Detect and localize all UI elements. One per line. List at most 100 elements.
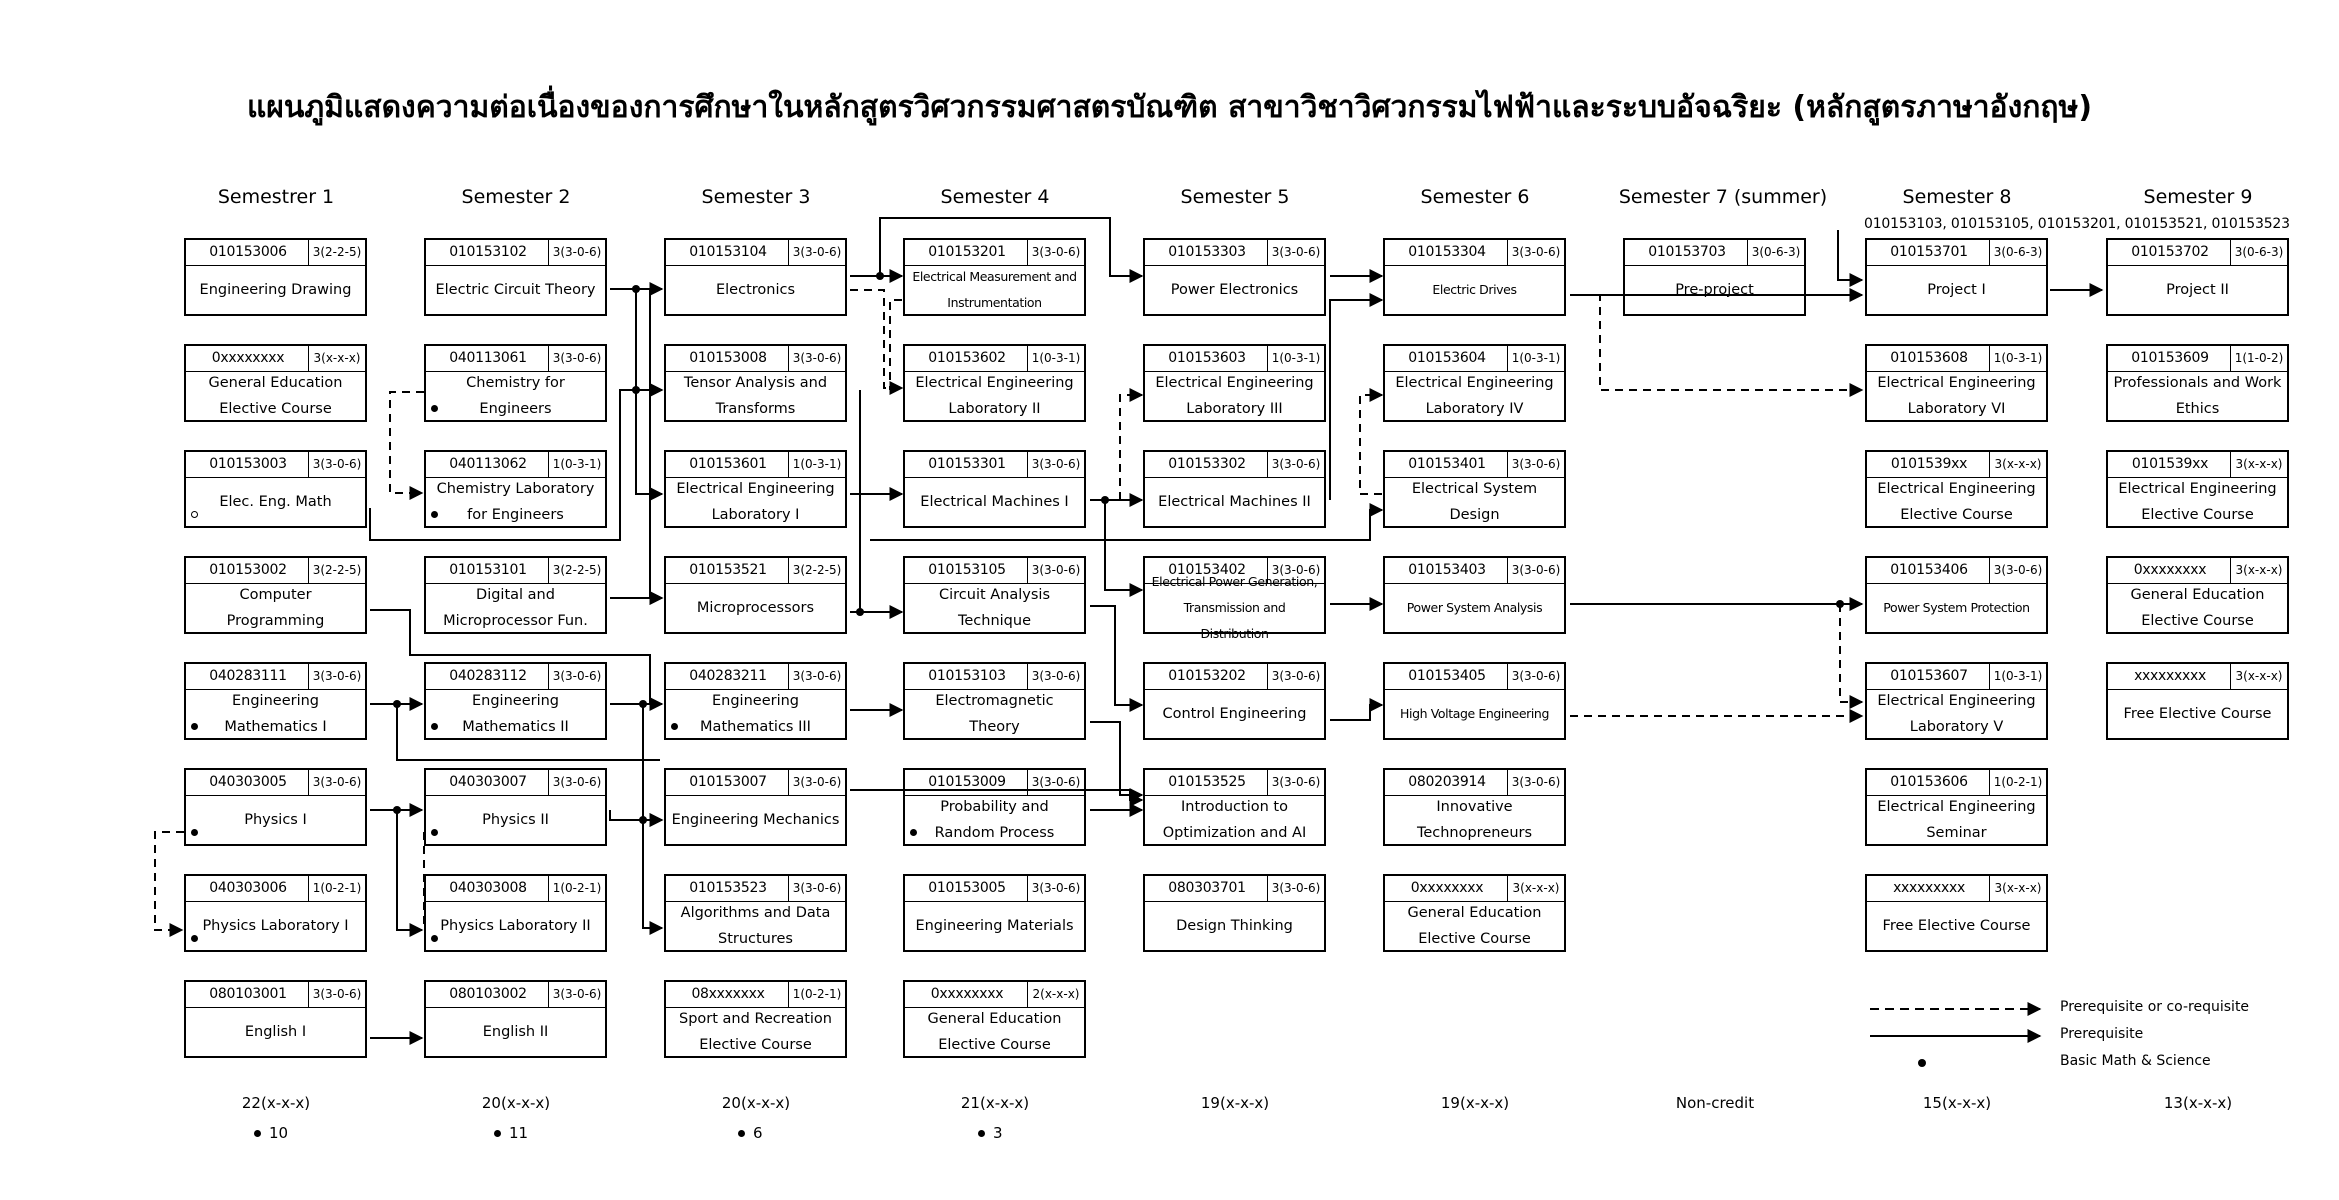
course-credit: 1(0-3-1) bbox=[1989, 664, 2046, 689]
course-name: Algorithms and Data Structures bbox=[680, 904, 831, 947]
course-name: Electrical Measurement and Instrumentati… bbox=[912, 268, 1077, 310]
course-code: 010153602 bbox=[928, 350, 1006, 366]
semester-total-4: 21(x-x-x) bbox=[960, 1094, 1030, 1112]
arrow-circuit-micro bbox=[649, 289, 664, 605]
course-credit: 3(2-2-5) bbox=[308, 240, 365, 265]
course-name: Electrical Engineering Elective Course bbox=[2118, 480, 2277, 523]
basic-science-dot bbox=[910, 829, 917, 836]
course-name: Engineering Drawing bbox=[199, 281, 352, 298]
arrow-note-project1 bbox=[1837, 230, 1864, 287]
course-name: Power System Analysis bbox=[1406, 599, 1543, 615]
course-name: Microprocessors bbox=[696, 599, 815, 616]
arrow-prog-math3 bbox=[370, 609, 651, 704]
course-credit: 3(3-0-6) bbox=[788, 664, 845, 689]
course-code: 010153303 bbox=[1168, 244, 1246, 260]
course-credit: 1(0-3-1) bbox=[548, 452, 605, 477]
course-credit: 3(3-0-6) bbox=[548, 240, 605, 265]
course-credit: 2(x-x-x) bbox=[1027, 982, 1084, 1007]
course-name: Electrical Engineering Laboratory V bbox=[1877, 692, 2036, 735]
course-code: 040303007 bbox=[449, 774, 527, 790]
course-name: Engineering Mathematics I bbox=[224, 692, 327, 735]
course-box-c2_1: 010153102 3(3-0-6) Electric Circuit Theory bbox=[424, 238, 607, 316]
course-name: Engineering Mathematics II bbox=[462, 692, 569, 735]
course-credit: 1(0-3-1) bbox=[1507, 346, 1564, 371]
course-code: 010153521 bbox=[689, 562, 767, 578]
course-name: Electric Circuit Theory bbox=[435, 281, 596, 298]
semester-total-3: 20(x-x-x) bbox=[721, 1094, 791, 1112]
course-code: 010153102 bbox=[449, 244, 527, 260]
course-name: Electrical Engineering Laboratory VI bbox=[1877, 374, 2036, 417]
course-name: Electrical Engineering Laboratory I bbox=[676, 480, 835, 523]
course-name: Digital and Microprocessor Fun. bbox=[443, 586, 588, 629]
semester-header-3: Semester 3 bbox=[701, 186, 811, 208]
arrow-circuit-lab1 bbox=[635, 390, 664, 501]
course-name: Chemistry for Engineers bbox=[466, 374, 565, 417]
course-credit: 1(0-3-1) bbox=[1027, 346, 1084, 371]
course-credit: 3(3-0-6) bbox=[1989, 558, 2046, 583]
semester-header-9: Semester 9 bbox=[2143, 186, 2253, 208]
semester-header-4: Semester 4 bbox=[940, 186, 1050, 208]
course-credit: 3(x-x-x) bbox=[1989, 876, 2046, 901]
course-name: Engineering Materials bbox=[915, 917, 1074, 934]
course-code: 010153702 bbox=[2131, 244, 2209, 260]
course-credit: 3(3-0-6) bbox=[1267, 452, 1324, 477]
course-credit: 3(3-0-6) bbox=[1027, 452, 1084, 477]
course-code: 0xxxxxxxx bbox=[211, 350, 285, 366]
course-credit: 3(3-0-6) bbox=[1027, 770, 1084, 795]
course-code: 010153606 bbox=[1890, 774, 1968, 790]
course-code: 010153304 bbox=[1408, 244, 1486, 260]
course-credit: 3(x-x-x) bbox=[1507, 876, 1564, 901]
arrow-math1-mech bbox=[396, 704, 660, 761]
course-name: Electrical Engineering Laboratory IV bbox=[1395, 374, 1554, 417]
course-credit: 3(3-0-6) bbox=[1267, 876, 1324, 901]
course-code: 010153608 bbox=[1890, 350, 1968, 366]
course-credit: 3(x-x-x) bbox=[2230, 664, 2287, 689]
course-code: 010153301 bbox=[928, 456, 1006, 472]
basic-science-dot bbox=[431, 935, 438, 942]
course-credit: 3(3-0-6) bbox=[788, 770, 845, 795]
course-credit: 3(3-0-6) bbox=[308, 664, 365, 689]
arrow-mach2-drives bbox=[1329, 293, 1384, 500]
course-code: 010153003 bbox=[209, 456, 287, 472]
course-name: Physics II bbox=[482, 811, 549, 828]
basic-science-dot bbox=[191, 723, 198, 730]
semester-total-5: 19(x-x-x) bbox=[1200, 1094, 1270, 1112]
course-code: 010153405 bbox=[1408, 668, 1486, 684]
course-credit: 1(0-2-1) bbox=[788, 982, 845, 1007]
